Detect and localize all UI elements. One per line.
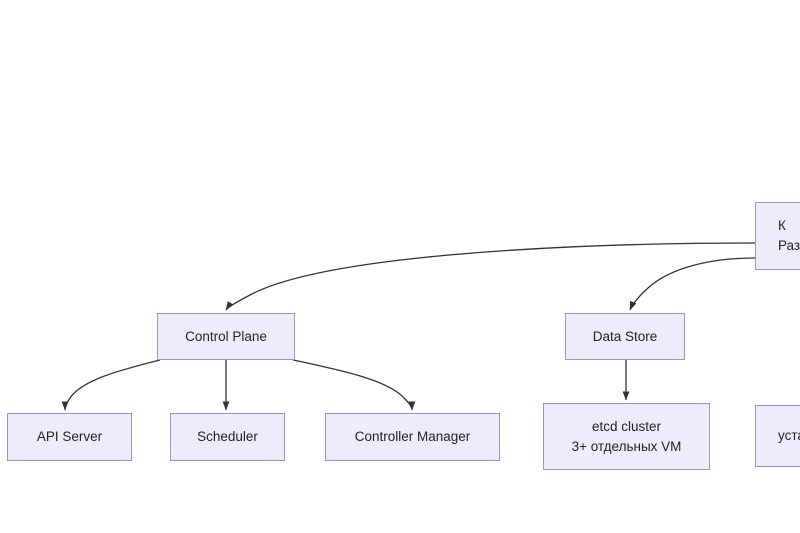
node-etcd-cluster[interactable]: etcd cluster 3+ отдельных VM <box>543 403 710 470</box>
node-scheduler[interactable]: Scheduler <box>170 413 285 461</box>
node-control-plane-label-line1: Control Plane <box>185 328 267 344</box>
edge-control-plane-to-api-server <box>61 359 161 411</box>
edge-root-to-control-plane <box>225 242 756 311</box>
node-api-server[interactable]: API Server <box>7 413 132 461</box>
node-root-label-line1: К <box>778 218 786 233</box>
node-etcd-cluster-label-line1: etcd cluster <box>591 418 662 434</box>
edge-root-to-data-store <box>629 257 756 311</box>
node-install-node[interactable]: уста <box>755 405 800 467</box>
node-controller-manager-label-line1: Controller Manager <box>354 429 471 444</box>
node-root-label-line2: Раз <box>778 238 800 253</box>
node-data-store[interactable]: Data Store <box>565 313 685 360</box>
node-install-node-label-line1: уста <box>778 428 800 443</box>
node-scheduler-label-line1: Scheduler <box>197 429 258 444</box>
node-data-store-label-line1: Data Store <box>592 328 658 344</box>
edge-control-plane-to-controller-manager <box>292 359 416 411</box>
node-api-server-label-line1: API Server <box>36 429 103 444</box>
node-etcd-cluster-label-line2: 3+ отдельных VM <box>571 438 682 454</box>
node-controller-manager[interactable]: Controller Manager <box>325 413 500 461</box>
node-root[interactable]: К Раз <box>755 202 800 270</box>
node-control-plane[interactable]: Control Plane <box>157 313 295 360</box>
